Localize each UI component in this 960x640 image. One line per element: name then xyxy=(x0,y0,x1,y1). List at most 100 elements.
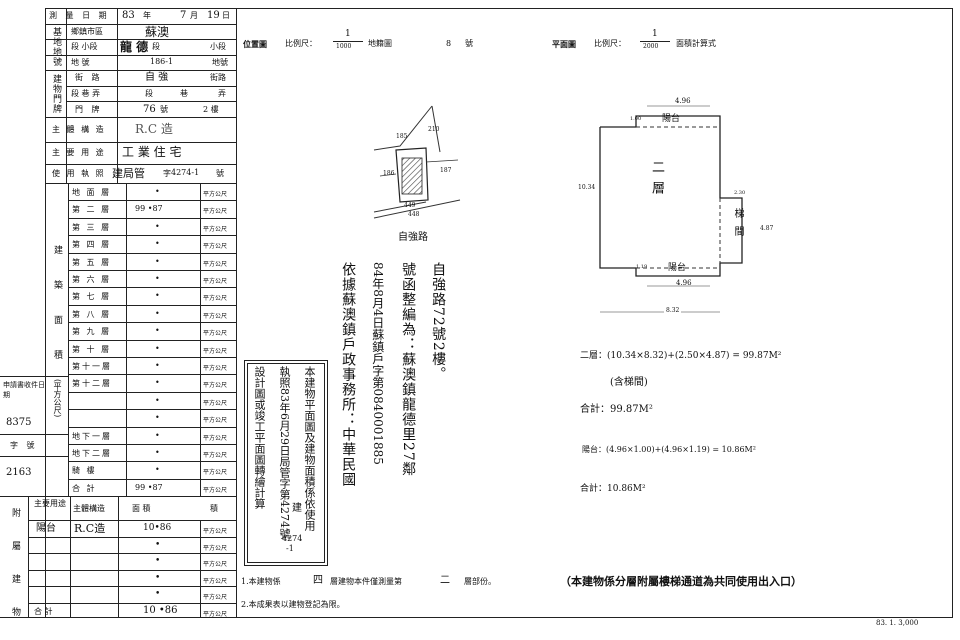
remark-col-4: 依據蘇澳鎮戶政事務所：中華民國 xyxy=(340,262,357,487)
survey-month: 7 xyxy=(180,10,187,21)
floor-unit: 平方公尺 xyxy=(203,260,228,268)
floor-unit: 平方公尺 xyxy=(203,295,228,303)
note-col-1: 本建物平面圖及建物面積係依使用 xyxy=(303,366,316,531)
floor-area: • xyxy=(155,448,160,457)
floor-name: 第 二 層 xyxy=(72,205,112,215)
floor-area: • xyxy=(155,221,160,231)
lot-185: 185 xyxy=(396,133,408,140)
survey-year-unit: 年 xyxy=(143,11,151,20)
floor-name: 合 計 xyxy=(72,483,97,493)
floor-unit: 平方公尺 xyxy=(203,486,228,494)
balcony-bottom-label: 陽台 xyxy=(668,263,687,273)
footnote1-e: 層部份。 xyxy=(464,577,496,586)
lane-label: 段 巷 弄 xyxy=(71,89,101,98)
app-unit: 平方公尺 xyxy=(203,528,228,535)
floor-name: 地 面 層 xyxy=(72,188,112,197)
floor-area: • xyxy=(155,465,160,475)
survey-day-unit: 日 xyxy=(222,11,230,20)
use-value: 工 業 住 宅 xyxy=(122,145,182,159)
use-label: 主 要 用 途 xyxy=(52,148,106,157)
dim-right: 4.87 xyxy=(760,225,774,232)
note-box xyxy=(244,360,328,566)
floor-unit: 平方公尺 xyxy=(203,382,228,390)
app-total-unit: 平方公尺 xyxy=(203,611,228,618)
floor-area: 99 •87 xyxy=(135,204,163,214)
note-col-3: 設計圖或竣工平面圖轉繪計算 xyxy=(253,366,266,509)
lot-label: 地 號 xyxy=(71,58,90,67)
floor-area: • xyxy=(155,430,160,440)
floor-name: 第 八 層 xyxy=(72,309,112,319)
floor-name: 第 十 層 xyxy=(72,344,112,354)
floor-area: • xyxy=(155,239,160,249)
app-unit: 平方公尺 xyxy=(203,594,228,601)
floor-area: • xyxy=(155,395,160,405)
road-name: 自強路 xyxy=(398,232,428,243)
app-area: • xyxy=(155,539,161,550)
floor-unit: 平方公尺 xyxy=(203,347,228,355)
app-area: • xyxy=(155,556,161,566)
lot-210: 210 xyxy=(428,126,440,133)
floor-unit: 平方公尺 xyxy=(203,399,228,407)
floor-area: • xyxy=(155,378,160,388)
lot-value: 186-1 xyxy=(150,57,174,66)
floor-name: 騎 樓 xyxy=(72,466,97,476)
structure-label: 主 體 構 造 xyxy=(52,125,106,134)
dim-bottom-small: 1.19 xyxy=(636,264,648,270)
sheet-unit: 號 xyxy=(465,39,473,48)
floor-area: • xyxy=(155,326,160,336)
app-area: • xyxy=(155,572,161,583)
floor-unit: 平方公尺 xyxy=(203,452,228,459)
number-floor: 2 樓 xyxy=(203,105,219,114)
floor-label: 二層 xyxy=(649,160,664,202)
road-value: 自 強 xyxy=(145,72,169,83)
apply-label: 申請書收件日期 xyxy=(3,381,45,399)
app-header-use: 主要用途 xyxy=(34,499,66,508)
site-label: 基地地號 xyxy=(51,27,61,67)
location-scale-den: 1000 xyxy=(336,43,352,50)
footnote1-a: 1.本建物係 xyxy=(241,577,281,586)
remark-col-3: 84年8月4日蘇鎮戶字第0840001885 xyxy=(370,262,385,465)
section-value: 龍 德 xyxy=(120,40,149,54)
section-subseg: 小段 xyxy=(210,42,226,51)
footnote1-c: 層建物本件僅測量第 xyxy=(330,577,402,586)
lane-seg: 段 xyxy=(145,89,153,98)
floor-area: • xyxy=(155,291,160,301)
app-unit: 平方公尺 xyxy=(203,544,228,552)
plan-title: 平面圖 xyxy=(552,39,576,49)
bold-note: （本建物係分層附屬樓梯通道為共同使用出入口） xyxy=(560,575,802,588)
floor-name: 第十二層 xyxy=(72,379,112,389)
plan-scale-label: 比例尺： xyxy=(594,39,626,48)
note-extra-jian: 建 xyxy=(292,503,302,514)
app-total-value: 10 •86 xyxy=(143,605,178,616)
floor-plan xyxy=(599,105,743,313)
dim-left: 10.34 xyxy=(578,184,596,191)
formula-note: (含梯間) xyxy=(610,377,648,388)
sheet-no: 8 xyxy=(446,39,452,48)
survey-date-label: 測 量 日 期 xyxy=(49,11,110,20)
location-map xyxy=(373,105,461,219)
formula-floor2: 二層：(10.34×8.32)+(2.50×4.87) = 99.87M² xyxy=(580,351,782,361)
floor-area: • xyxy=(155,361,160,370)
floor-area: • xyxy=(155,308,160,318)
floor-unit: 平方公尺 xyxy=(203,225,228,233)
plan-scale-den: 2000 xyxy=(643,43,659,50)
lot-186: 186 xyxy=(383,170,395,177)
note-col-2: 執照83年6月29日局管字第4274號 xyxy=(278,366,291,539)
app-header-struct: 主體構造 xyxy=(73,504,105,513)
floor-name: 第 九 層 xyxy=(72,327,112,337)
remark-col-2: 號函整編為：蘇澳鎮龍德里27鄰 xyxy=(400,262,417,477)
permit-value: 建局管 xyxy=(112,167,145,180)
lot-187: 187 xyxy=(440,167,452,174)
sheet-label: 地籍圖 xyxy=(368,39,392,48)
survey-day: 19 xyxy=(207,10,220,21)
footnote1-b: 四 xyxy=(313,575,323,586)
apply-value: 8375 xyxy=(6,417,32,428)
dim-right-small: 2.30 xyxy=(734,190,746,196)
stamp: 83. 1. 3,000 xyxy=(876,619,919,627)
floor-name: 第 三 層 xyxy=(72,222,112,232)
survey-year: 83 xyxy=(122,10,135,21)
app-area: • xyxy=(155,589,161,599)
floor-unit: 平方公尺 xyxy=(203,191,228,198)
location-scale-num: 1 xyxy=(345,29,351,39)
location-scale-label: 比例尺： xyxy=(285,39,317,48)
